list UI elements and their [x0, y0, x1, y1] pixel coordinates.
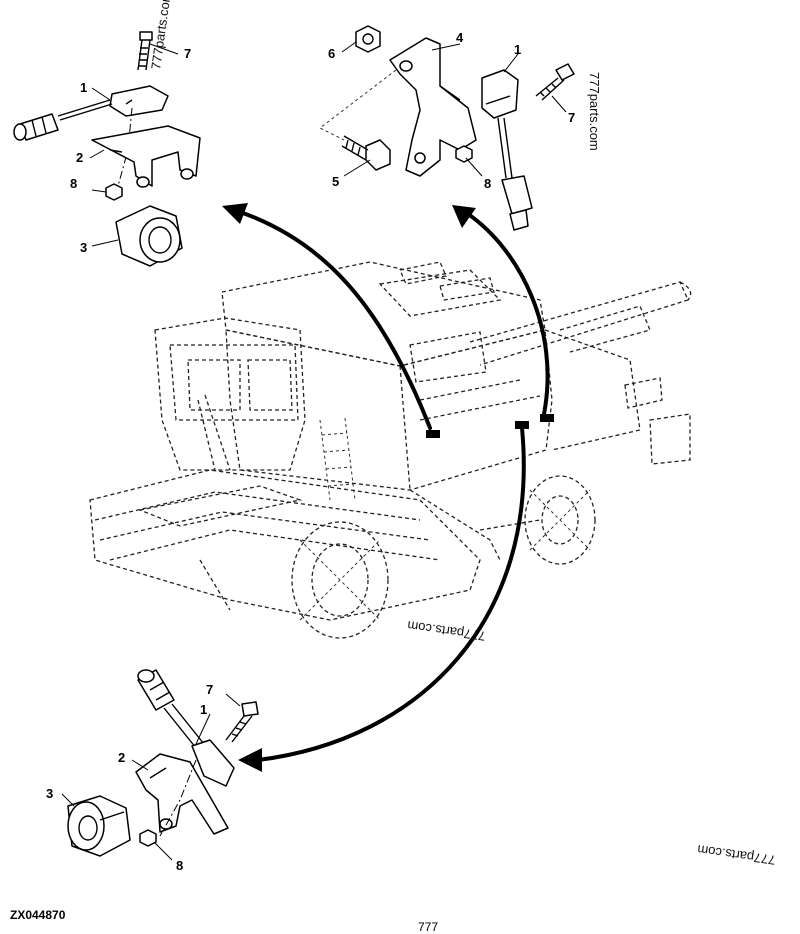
sensor-body [191, 739, 235, 787]
callout-2-top-left: 2 [76, 150, 83, 165]
watermark-bottom-right: 777parts.com [696, 842, 776, 868]
curved-arrow-icon [238, 748, 262, 772]
bolt-head [139, 31, 153, 41]
nut [455, 145, 473, 163]
arrow-to-top-left [238, 210, 432, 430]
watermark-top-right: 777parts.com [587, 72, 602, 151]
callout-8-bottom: 8 [176, 858, 183, 873]
sensor-connector [501, 175, 533, 215]
watermark-center: 777parts.com [406, 618, 486, 644]
watermark-top-left: 777parts.com [148, 0, 174, 70]
pointer-arrows [222, 203, 550, 772]
callout-8-top-left: 8 [70, 176, 77, 191]
location-marker-right [540, 414, 554, 422]
nut [355, 25, 381, 53]
callout-3-bottom: 3 [46, 786, 53, 801]
assembly-bottom [61, 669, 259, 861]
callout-1-top-left: 1 [80, 80, 87, 95]
callout-5-top-right: 5 [332, 174, 339, 189]
callout-1-top-right: 1 [514, 42, 521, 57]
callout-2-bottom: 2 [118, 750, 125, 765]
nut [105, 183, 123, 201]
sensor-body [109, 85, 169, 117]
figure-id: ZX044870 [10, 908, 66, 922]
assembly-top-right [319, 25, 575, 231]
callout-7-top-left: 7 [184, 46, 191, 61]
page-mark: 777 [418, 920, 439, 934]
callout-8-top-right: 8 [484, 176, 491, 191]
arrow-to-bottom [256, 426, 526, 762]
bolt-head [365, 139, 391, 171]
sensor-body [481, 69, 519, 119]
arrow-to-top-right [466, 212, 550, 416]
callout-6-top-right: 6 [328, 46, 335, 61]
location-marker-left [426, 430, 440, 438]
callout-4-top-right: 4 [456, 30, 464, 45]
combine-harvester-outline [89, 261, 692, 639]
callout-7-bottom: 7 [206, 682, 213, 697]
bolt-head [241, 701, 259, 717]
callout-1-bottom: 1 [200, 702, 207, 717]
location-marker-middle [515, 421, 529, 429]
bolt-head [555, 63, 575, 81]
curved-arrow-icon [222, 203, 248, 224]
bracket [91, 125, 201, 187]
callout-3-top-left: 3 [80, 240, 87, 255]
assembly-top-left [13, 31, 201, 267]
nut [139, 829, 157, 847]
callout-7-top-right: 7 [568, 110, 575, 125]
bracket [389, 37, 477, 177]
curved-arrow-icon [452, 205, 476, 228]
